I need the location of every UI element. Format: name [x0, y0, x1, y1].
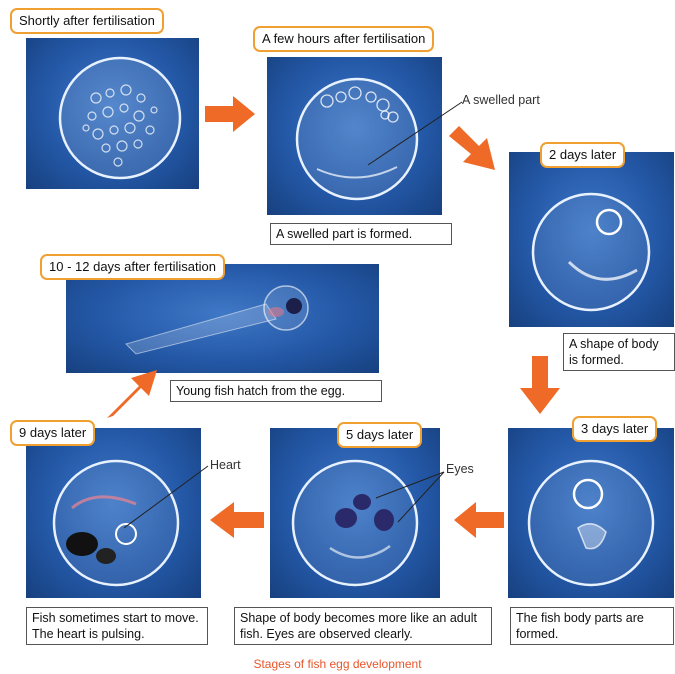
figure-caption: Stages of fish egg development [0, 657, 675, 671]
